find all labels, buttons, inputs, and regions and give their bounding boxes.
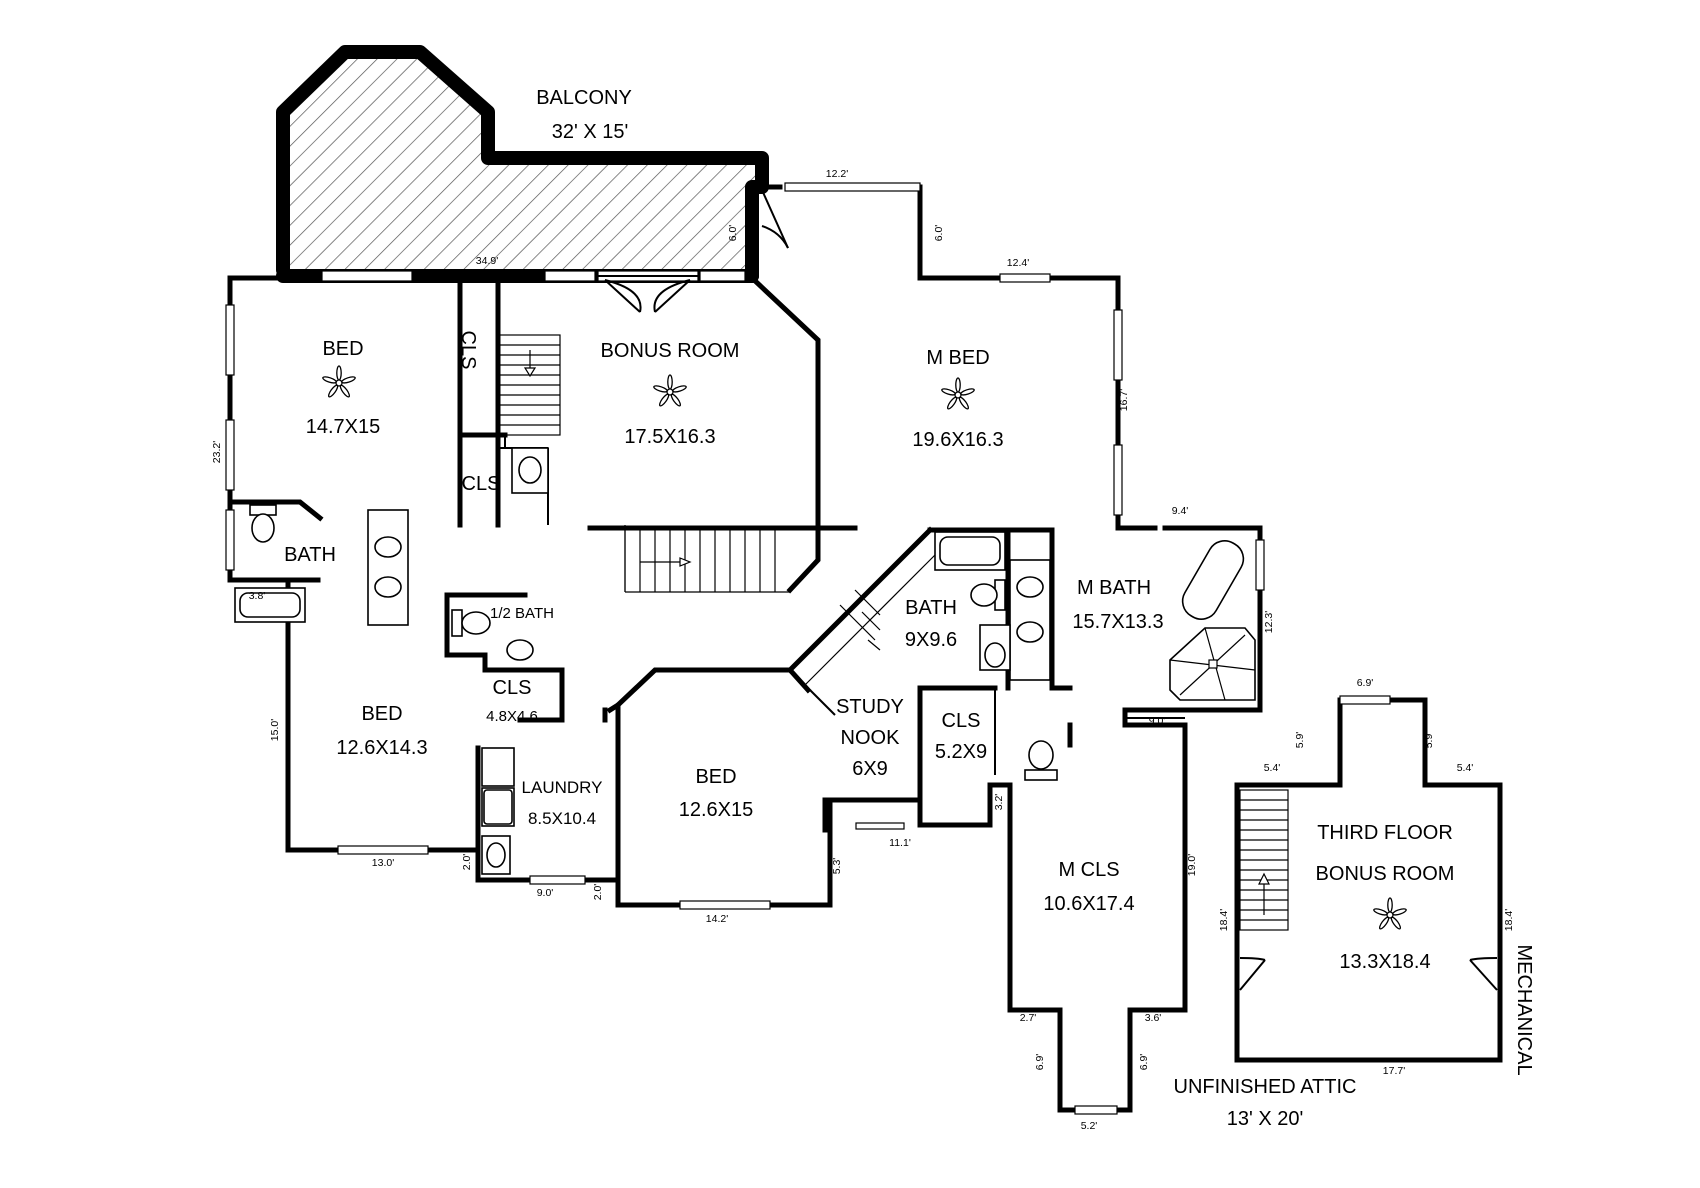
- dim-label: 6.0': [933, 225, 945, 242]
- cls-lower-name: CLS: [462, 473, 501, 495]
- m-bath-size: 15.7X13.3: [1072, 611, 1163, 633]
- study-size: 6X9: [852, 758, 888, 780]
- dim-label: 9.0': [537, 887, 554, 899]
- balcony-name: BALCONY: [536, 87, 632, 109]
- dim-label: 14.2': [706, 913, 728, 925]
- dim-label: 12.4': [1007, 257, 1029, 269]
- dim-label: 18.4': [1503, 909, 1515, 931]
- dim-label: 5.9': [1423, 732, 1435, 749]
- study-line2: NOOK: [841, 727, 901, 749]
- dim-label: 23.2': [211, 441, 223, 463]
- dim-label: 6.9': [1034, 1054, 1046, 1071]
- dim-label: 3.8': [249, 590, 266, 602]
- m-cls-name: M CLS: [1058, 859, 1119, 881]
- study-line1: STUDY: [836, 696, 904, 718]
- attic-name: UNFINISHED ATTIC: [1174, 1076, 1357, 1098]
- dim-label: 6.9': [1138, 1054, 1150, 1071]
- dim-label: 16.7': [1118, 389, 1130, 411]
- bed-sw-name: BED: [361, 703, 402, 725]
- cls-upper-name: CLS: [457, 331, 479, 370]
- dim-label: 9.4': [1172, 505, 1189, 517]
- dim-label: 3.2': [993, 794, 1005, 811]
- bed-s-size: 12.6X15: [679, 799, 754, 821]
- fixtures: [234, 334, 1498, 991]
- cls-mid-name: CLS: [493, 677, 532, 699]
- dim-label: 11.1': [889, 837, 911, 849]
- m-bed-size: 19.6X16.3: [912, 429, 1003, 451]
- bath-c-name: BATH: [905, 597, 957, 619]
- cls-mid-size: 4.8X4.6: [486, 708, 538, 725]
- dim-label: 5.4': [1457, 762, 1474, 774]
- dim-label: 6.9': [1357, 677, 1374, 689]
- dim-label: 6.0': [727, 225, 739, 242]
- bed-nw-size: 14.7X15: [306, 416, 381, 438]
- dim-label: 5.9': [1294, 732, 1306, 749]
- dim-label: 18.4': [1218, 909, 1230, 931]
- dimension-labels: 34.9' 6.0' 12.2' 6.0' 12.4' 16.7' 23.2' …: [211, 168, 1515, 1132]
- dim-label: 34.9': [476, 255, 498, 267]
- mechanical-name: MECHANICAL: [1513, 944, 1535, 1075]
- dim-label: 2.7': [1020, 1012, 1037, 1024]
- dim-label: 3.6': [1145, 1012, 1162, 1024]
- dim-label: 13.0': [372, 857, 394, 869]
- bonus-name: BONUS ROOM: [601, 340, 740, 362]
- dim-label: 5.4': [1264, 762, 1281, 774]
- half-bath-name: 1/2 BATH: [490, 605, 554, 622]
- m-bath-name: M BATH: [1077, 577, 1151, 599]
- bonus-size: 17.5X16.3: [624, 426, 715, 448]
- cls-c-size: 5.2X9: [935, 741, 987, 763]
- room-labels: BALCONY 32' X 15' BED 14.7X15 CLS CLS BO…: [284, 87, 1535, 1130]
- dim-label: 5.2': [1081, 1120, 1098, 1132]
- third-line2: BONUS ROOM: [1316, 863, 1455, 885]
- dim-label: 5.3': [831, 858, 843, 875]
- dim-label: 15.0': [269, 719, 281, 741]
- third-line1: THIRD FLOOR: [1317, 822, 1453, 844]
- bed-nw-name: BED: [322, 338, 363, 360]
- bath-c-size: 9X9.6: [905, 629, 957, 651]
- dim-label: 19.0': [1186, 854, 1198, 876]
- bed-s-name: BED: [695, 766, 736, 788]
- laundry-size: 8.5X10.4: [528, 809, 596, 828]
- m-bed-name: M BED: [926, 347, 989, 369]
- dim-label: 12.2': [826, 168, 848, 180]
- attic-size: 13' X 20': [1227, 1108, 1304, 1130]
- dim-label: 17.7': [1383, 1065, 1405, 1077]
- dim-label: 12.3': [1263, 611, 1275, 633]
- bed-sw-size: 12.6X14.3: [336, 737, 427, 759]
- bath-w-name: BATH: [284, 544, 336, 566]
- balcony-size: 32' X 15': [552, 121, 629, 143]
- dim-label: 9.0': [1149, 715, 1166, 727]
- dim-label: 2.0': [592, 884, 604, 901]
- third-size: 13.3X18.4: [1339, 951, 1430, 973]
- walls: [225, 182, 1503, 1115]
- dim-label: 2.0': [461, 854, 473, 871]
- laundry-name: LAUNDRY: [522, 778, 603, 797]
- cls-c-name: CLS: [942, 710, 981, 732]
- m-cls-size: 10.6X17.4: [1043, 893, 1134, 915]
